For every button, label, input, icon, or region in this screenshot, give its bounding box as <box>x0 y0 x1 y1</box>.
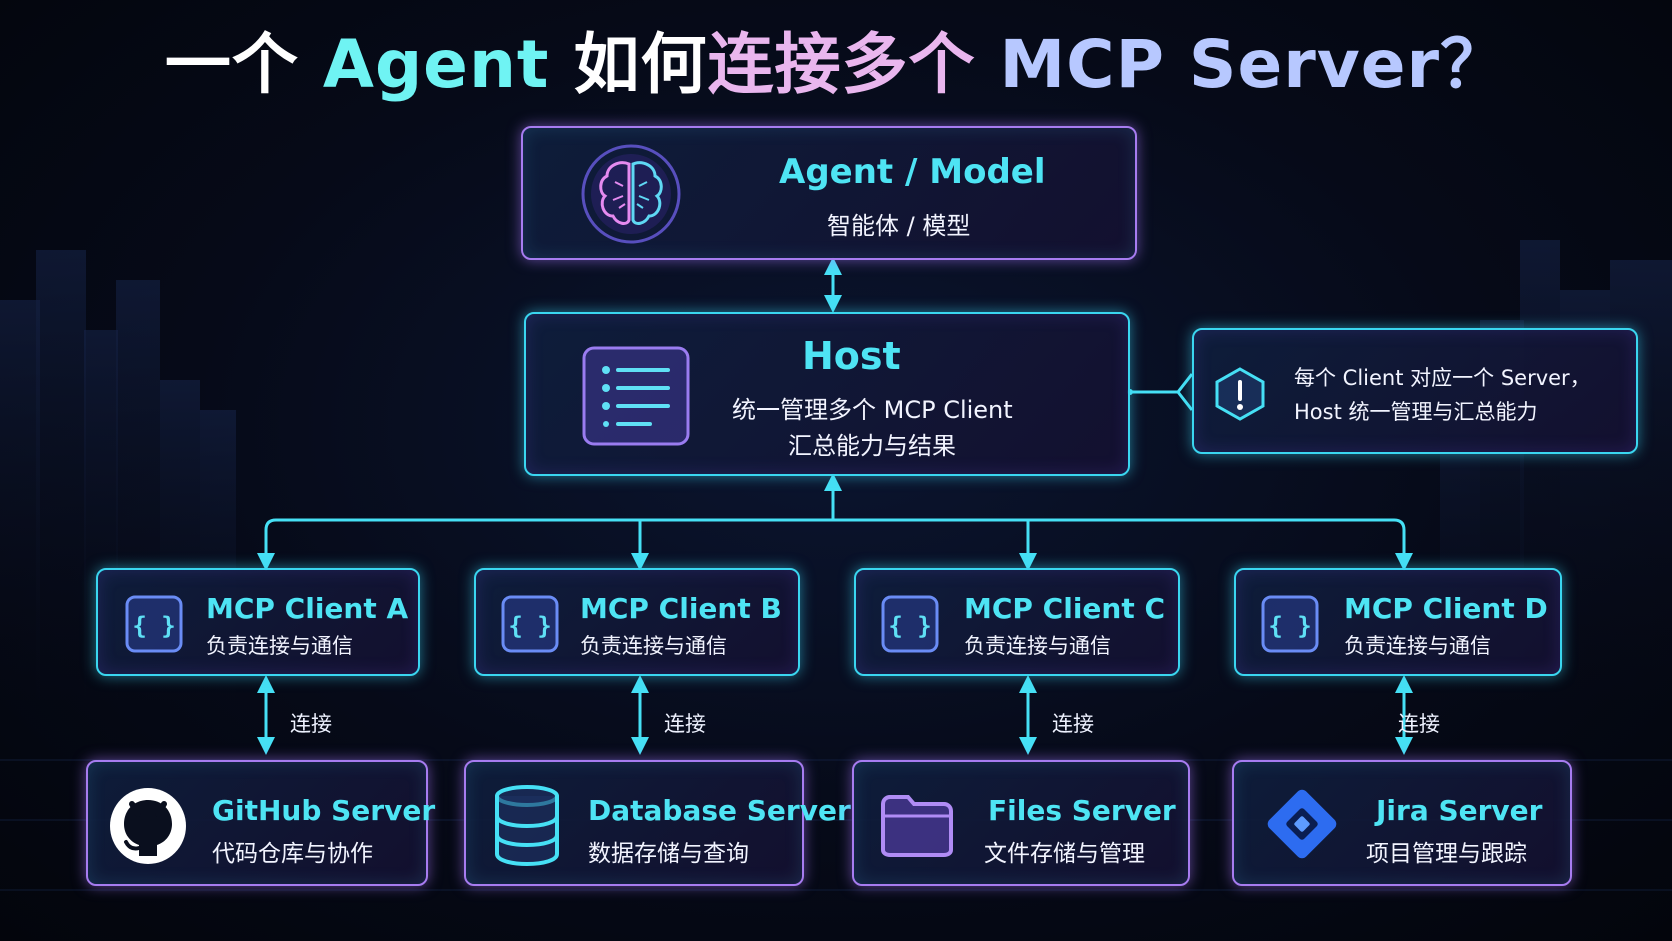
client-d-title: MCP Client D <box>1344 592 1548 625</box>
server-node-files: Files Server 文件存储与管理 <box>852 760 1190 886</box>
note-line-1: 每个 Client 对应一个 Server， <box>1294 366 1591 390</box>
agent-title: Agent / Model <box>779 152 1046 192</box>
braces-icon: { } <box>881 595 939 653</box>
server-github-subtitle: 代码仓库与协作 <box>212 841 373 867</box>
braces-icon: { } <box>125 595 183 653</box>
connect-label-b: 连接 <box>664 712 706 736</box>
connect-label-d: 连接 <box>1398 712 1440 736</box>
note-line-2: Host 统一管理与汇总能力 <box>1294 400 1538 424</box>
client-a-subtitle: 负责连接与通信 <box>206 634 353 658</box>
braces-icon: { } <box>1261 595 1319 653</box>
folder-icon <box>881 795 953 857</box>
svg-text:{ }: { } <box>508 612 551 640</box>
client-b-title: MCP Client B <box>580 592 782 625</box>
github-icon <box>110 788 186 864</box>
server-github-title: GitHub Server <box>212 794 436 827</box>
server-database-title: Database Server <box>588 794 851 827</box>
server-node-github: GitHub Server 代码仓库与协作 <box>86 760 435 886</box>
agent-subtitle: 智能体 / 模型 <box>827 212 971 240</box>
host-line-1: 统一管理多个 MCP Client <box>732 396 1013 424</box>
server-files-title: Files Server <box>988 794 1176 827</box>
title-part-4: 连接多个 <box>707 26 976 103</box>
client-node-c: { } MCP Client C 负责连接与通信 <box>854 568 1180 676</box>
client-bus <box>264 518 1406 555</box>
svg-text:{ }: { } <box>888 612 931 640</box>
client-b-subtitle: 负责连接与通信 <box>580 634 727 658</box>
brain-icon <box>581 144 681 244</box>
jira-icon <box>1267 789 1337 859</box>
host-node: Host 统一管理多个 MCP Client 汇总能力与结果 <box>524 312 1130 476</box>
host-line-2: 汇总能力与结果 <box>788 432 956 460</box>
alert-icon <box>1215 367 1265 421</box>
page-title: 一个 Agent 如何连接多个 MCP Server？ <box>0 22 1672 108</box>
title-part-3: 如何 <box>573 26 708 103</box>
connect-label-a: 连接 <box>290 712 332 736</box>
braces-icon: { } <box>501 595 559 653</box>
svg-text:{ }: { } <box>132 612 175 640</box>
server-jira-title: Jira Server <box>1376 794 1543 827</box>
server-database-subtitle: 数据存储与查询 <box>588 841 749 867</box>
agent-model-node: Agent / Model 智能体 / 模型 <box>521 126 1137 260</box>
server-files-subtitle: 文件存储与管理 <box>984 841 1145 867</box>
server-jira-subtitle: 项目管理与跟踪 <box>1366 841 1527 867</box>
database-icon <box>495 785 559 866</box>
client-c-subtitle: 负责连接与通信 <box>964 634 1111 658</box>
client-node-a: { } MCP Client A 负责连接与通信 <box>96 568 420 676</box>
client-node-b: { } MCP Client B 负责连接与通信 <box>474 568 800 676</box>
title-part-1: 一个 <box>164 26 299 103</box>
server-node-database: Database Server 数据存储与查询 <box>464 760 851 886</box>
list-icon <box>582 346 690 446</box>
title-part-2: Agent <box>322 26 550 103</box>
connect-label-c: 连接 <box>1052 712 1094 736</box>
note-callout: 每个 Client 对应一个 Server， Host 统一管理与汇总能力 <box>1192 328 1638 454</box>
client-d-subtitle: 负责连接与通信 <box>1344 634 1491 658</box>
client-node-d: { } MCP Client D 负责连接与通信 <box>1234 568 1562 676</box>
client-a-title: MCP Client A <box>206 592 409 625</box>
title-part-5: MCP Server？ <box>999 26 1508 103</box>
svg-text:{ }: { } <box>1268 612 1311 640</box>
host-title: Host <box>802 334 901 378</box>
client-c-title: MCP Client C <box>964 592 1166 625</box>
server-node-jira: Jira Server 项目管理与跟踪 <box>1232 760 1572 886</box>
